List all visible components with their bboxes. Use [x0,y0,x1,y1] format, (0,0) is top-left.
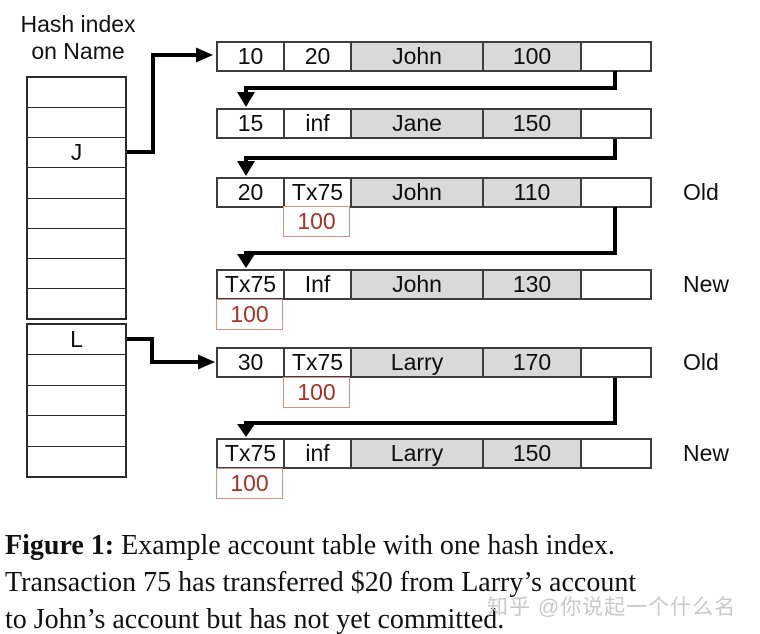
record-cell-name: Jane [352,110,484,137]
record-cell-pointer [582,179,650,206]
figure-caption: Figure 1: Example account table with one… [5,527,757,634]
hash-bucket-cell [28,167,125,197]
record-cell-name: John [352,179,484,206]
record-cell-balance: 150 [484,110,582,137]
hash-bucket-cell [28,227,125,258]
record-cell-name: Larry [352,440,484,467]
record-row-larry-old: 30 Tx75 Larry 170 [216,347,652,378]
arrowhead-down-icon [237,254,255,268]
hash-bucket-cell [28,107,125,137]
record-cell-pointer [582,43,650,70]
hash-bucket-cell-j: J [28,137,125,167]
hash-bucket-cell [28,287,125,318]
hash-index-title: Hash index on Name [8,11,148,65]
caption-line-3: to John’s account but has not yet commit… [5,604,505,634]
record-cell-name: Larry [352,349,484,376]
record-cell-pointer [582,271,650,298]
record-cell-pointer [582,440,650,467]
record-cell-end: 20 [285,43,352,70]
version-tag-old: Old [683,179,719,205]
record-cell-balance: 110 [484,179,582,206]
record-cell-balance: 100 [484,43,582,70]
version-tag-new: New [683,271,730,297]
hash-bucket-cell [28,445,125,476]
hash-bucket-box-upper: J [26,76,127,320]
record-cell-end: inf [285,110,352,137]
arrowhead-down-icon [237,161,255,176]
record-cell-end: Inf [285,271,352,298]
record-cell-begin: Tx75 [218,440,285,467]
hash-bucket-cell [28,78,125,107]
hash-bucket-cell-l: L [70,326,83,353]
record-cell-balance: 130 [484,271,582,298]
zhihu-watermark: 知乎 @你说起一个什么名 [487,596,737,619]
uncommitted-value-box: 100 [283,377,350,408]
record-cell-begin: 10 [218,43,285,70]
uncommitted-value-box: 100 [216,299,283,330]
record-cell-pointer [582,349,650,376]
record-cell-end: inf [285,440,352,467]
uncommitted-value-box: 100 [216,468,283,499]
arrowhead-down-icon [237,92,255,107]
hash-index-title-line2: on Name [31,38,125,64]
record-row-larry-new: Tx75 inf Larry 150 [216,438,652,469]
version-tag-old: Old [683,349,719,375]
caption-figure-label: Figure 1: [5,530,115,561]
record-row-john-new: Tx75 Inf John 130 [216,269,652,300]
record-cell-end: Tx75 [285,179,352,206]
caption-line-1: Figure 1: Example account table with one… [5,527,757,564]
arrow-l-to-record5 [127,337,199,364]
record-cell-pointer [582,110,650,137]
record-cell-name: John [352,43,484,70]
record-row-jane: 15 inf Jane 150 [216,108,652,139]
record-row-john-v1: 10 20 John 100 [216,41,652,72]
hash-bucket-cell [28,384,125,415]
hash-bucket-box-lower: L [26,323,127,478]
record-cell-begin: 15 [218,110,285,137]
hash-index-title-line1: Hash index [20,11,136,37]
hash-bucket-cell [28,257,125,288]
record-cell-begin: 20 [218,179,285,206]
arrowhead-right-icon [198,354,215,370]
arrowhead-right-icon [196,47,213,63]
record-cell-balance: 150 [484,440,582,467]
record-cell-begin: Tx75 [218,271,285,298]
arrowhead-down-icon [237,424,255,437]
record-cell-name: John [352,271,484,298]
arrow-record1-to-record2 [244,71,617,93]
hash-bucket-cell [28,354,125,384]
record-cell-balance: 170 [484,349,582,376]
caption-line-2: Transaction 75 has transferred $20 from … [5,567,637,598]
caption-line-1-text: Example account table with one hash inde… [114,530,615,561]
record-cell-begin: 30 [218,349,285,376]
arrow-j-to-record1 [127,53,197,154]
record-cell-end: Tx75 [285,349,352,376]
hash-bucket-cell [28,415,125,445]
record-row-john-old: 20 Tx75 John 110 [216,177,652,208]
version-tag-new: New [683,440,730,466]
arrow-record2-to-record3 [244,139,617,162]
hash-bucket-cell [28,197,125,228]
uncommitted-value-box: 100 [283,206,350,237]
